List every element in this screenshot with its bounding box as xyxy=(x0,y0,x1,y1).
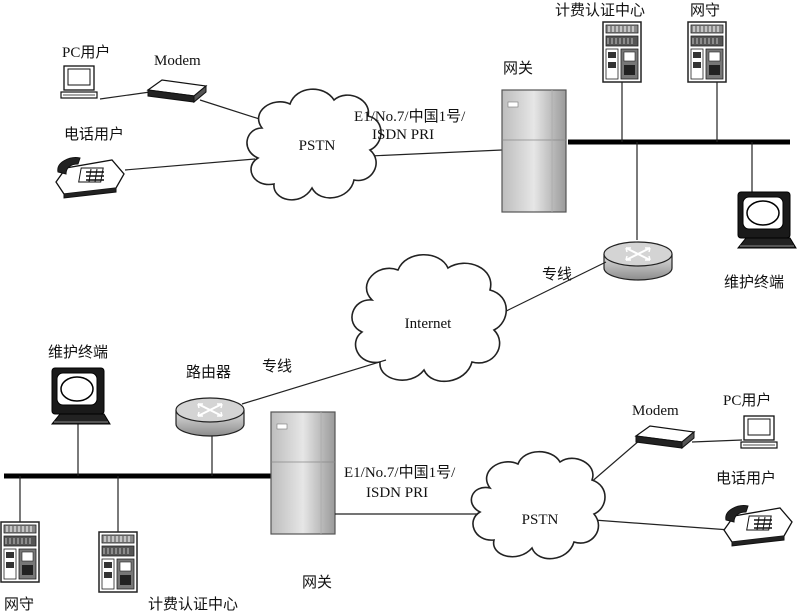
maint-bottom-label: 维护终端 xyxy=(48,345,109,361)
billing-bottom-label: 计费认证中心 xyxy=(148,597,239,613)
pstn-top-cloud xyxy=(246,88,382,201)
billing-top-label: 计费认证中心 xyxy=(555,3,646,19)
billing-bottom-icon xyxy=(98,531,138,593)
link-top-line2-label: ISDN PRI xyxy=(372,127,435,143)
phone-user-bottom-icon xyxy=(723,504,793,547)
pstn-bottom-cloud xyxy=(470,450,606,560)
gateway-bottom-label: 网关 xyxy=(302,575,333,591)
phone-user-top-label: 电话用户 xyxy=(64,127,125,143)
leased-top-label: 专线 xyxy=(542,267,573,283)
billing-top-icon xyxy=(602,21,642,83)
leased-bottom-link xyxy=(241,359,387,405)
link-bottom-line2-label: ISDN PRI xyxy=(366,485,429,501)
pc-user-bottom-icon xyxy=(740,415,778,449)
link-top-line1-label: E1/No.7/中国1号/ xyxy=(354,109,466,125)
pstn-bottom-label: PSTN xyxy=(522,512,559,528)
leased-top-link xyxy=(491,261,607,319)
internet-cloud xyxy=(351,254,507,383)
maint-bottom-icon xyxy=(51,367,111,425)
leased-bottom-label: 专线 xyxy=(262,359,293,375)
link-bottom-line1-label: E1/No.7/中国1号/ xyxy=(344,465,456,481)
gatekeeper-bottom-label: 网守 xyxy=(4,597,35,613)
modem-bottom-label: Modem xyxy=(632,403,679,419)
pstn-top-label: PSTN xyxy=(299,138,336,154)
pc-user-top-icon xyxy=(60,65,98,99)
phone-user-top-icon xyxy=(55,156,125,199)
gatekeeper-top-icon xyxy=(687,21,727,83)
modem-pc-link-bottom xyxy=(691,439,743,443)
gateway-top-label: 网关 xyxy=(503,61,534,77)
modem-bottom-icon xyxy=(635,425,695,449)
gateway-bottom-icon xyxy=(270,411,336,535)
maint-top-icon xyxy=(737,191,797,249)
pc-modem-link-top xyxy=(99,91,151,100)
phone-pstn-link-top xyxy=(124,158,256,171)
maint-top-label: 维护终端 xyxy=(724,275,785,291)
router-bottom-icon xyxy=(175,397,245,437)
pc-user-bottom-label: PC用户 xyxy=(723,393,772,409)
gateway-top-icon xyxy=(501,89,567,213)
internet-label: Internet xyxy=(405,316,452,332)
pc-user-top-label: PC用户 xyxy=(62,45,111,61)
phone-user-bottom-label: 电话用户 xyxy=(716,471,777,487)
pstn-phone-link-bottom xyxy=(593,519,731,531)
gatekeeper-top-label: 网守 xyxy=(690,3,721,19)
pstn-gateway-link-top xyxy=(369,149,503,157)
router-bottom-label: 路由器 xyxy=(186,365,232,381)
modem-top-icon xyxy=(147,79,207,103)
gatekeeper-bottom-icon xyxy=(0,521,40,583)
modem-top-label: Modem xyxy=(154,53,201,69)
router-top-icon xyxy=(603,241,673,281)
